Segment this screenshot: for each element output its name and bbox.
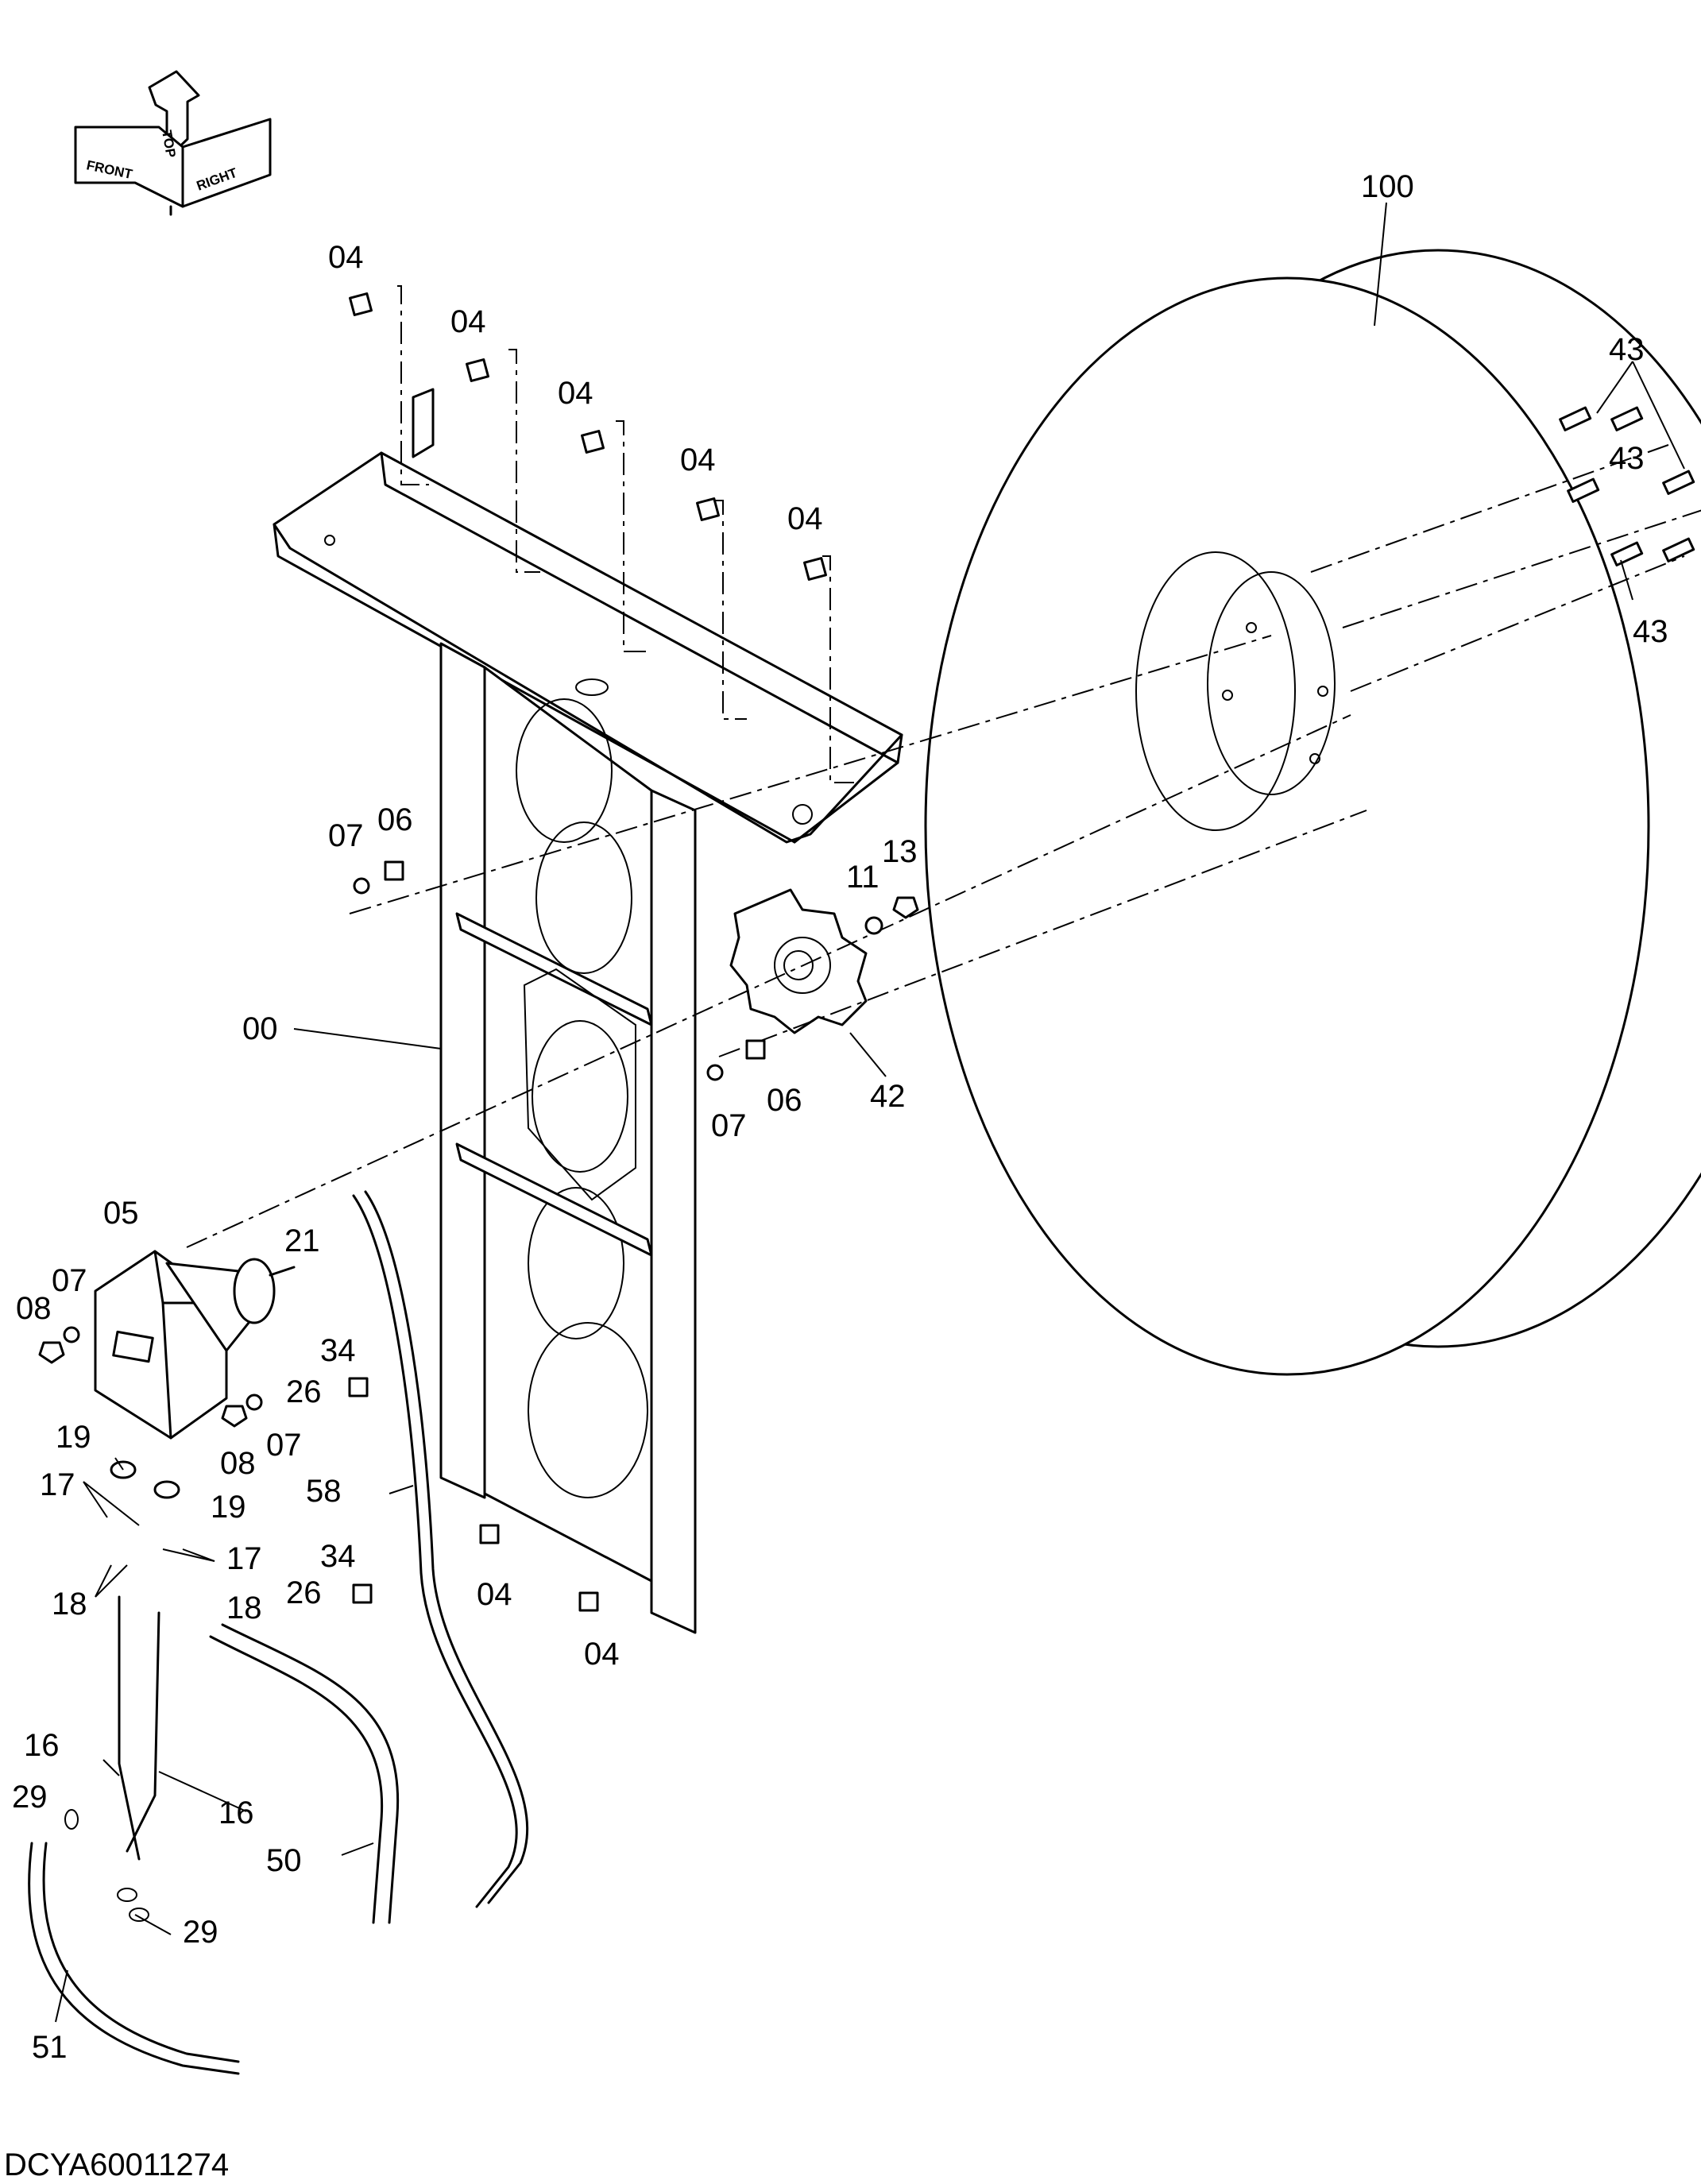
callout-05: 05 xyxy=(103,1196,139,1231)
callout-18-a: 18 xyxy=(52,1587,87,1622)
callout-06-a: 06 xyxy=(377,802,413,837)
callout-04-a: 04 xyxy=(328,240,364,275)
callout-07-b: 07 xyxy=(711,1108,747,1143)
alignment-lines xyxy=(186,285,1701,1248)
callout-07-c: 07 xyxy=(52,1263,87,1298)
callout-18-b: 18 xyxy=(226,1591,262,1625)
callout-43-a: 43 xyxy=(1609,332,1645,367)
callout-16-b: 16 xyxy=(218,1796,254,1830)
callout-16-a: 16 xyxy=(24,1728,60,1763)
callout-43-c: 43 xyxy=(1633,614,1668,649)
hoses xyxy=(28,1190,529,2075)
callout-42: 42 xyxy=(870,1079,906,1114)
callout-04-b: 04 xyxy=(450,304,486,339)
callout-58: 58 xyxy=(306,1474,342,1509)
wheel-100 xyxy=(924,249,1701,1376)
callout-29-a: 29 xyxy=(12,1780,48,1815)
drawing-code: DCYA60011274 xyxy=(4,2147,229,2182)
orientation-arrow-icon: FRONT TOP RIGHT xyxy=(74,70,272,216)
callout-21: 21 xyxy=(284,1223,320,1258)
callout-11: 11 xyxy=(846,860,879,895)
callout-07-a: 07 xyxy=(328,818,364,853)
callout-17-a: 17 xyxy=(40,1467,75,1502)
hardware xyxy=(38,292,1695,1922)
callout-34-b: 34 xyxy=(320,1539,356,1574)
callout-04-g: 04 xyxy=(584,1637,620,1672)
bracket-top xyxy=(273,388,903,844)
callout-43-b: 43 xyxy=(1609,441,1645,476)
callout-26-b: 26 xyxy=(286,1575,322,1610)
callout-04-f: 04 xyxy=(477,1577,512,1612)
callout-34-a: 34 xyxy=(320,1333,356,1368)
callout-08-b: 08 xyxy=(220,1446,256,1481)
callout-06-b: 06 xyxy=(767,1083,802,1118)
callout-17-b: 17 xyxy=(226,1541,262,1576)
callout-07-d: 07 xyxy=(266,1428,302,1463)
callout-04-c: 04 xyxy=(558,376,593,411)
callouts: 100 43 43 43 04 04 04 04 04 07 06 11 13 … xyxy=(12,169,1668,2065)
leader-lines xyxy=(55,202,1685,2023)
callout-50: 50 xyxy=(266,1843,302,1878)
motor-05 xyxy=(94,1250,296,1440)
callout-29-b: 29 xyxy=(183,1915,218,1950)
callout-51: 51 xyxy=(32,2030,68,2065)
callout-00: 00 xyxy=(242,1011,278,1046)
callout-13: 13 xyxy=(882,834,918,869)
callout-04-d: 04 xyxy=(680,443,716,477)
callout-19-b: 19 xyxy=(211,1490,246,1525)
callout-04-e: 04 xyxy=(787,501,823,536)
callout-19-a: 19 xyxy=(56,1420,91,1455)
frame-00 xyxy=(439,642,697,1634)
callout-100: 100 xyxy=(1361,169,1414,204)
callout-26-a: 26 xyxy=(286,1374,322,1409)
callout-08-a: 08 xyxy=(16,1291,52,1326)
hub-42 xyxy=(729,888,868,1034)
